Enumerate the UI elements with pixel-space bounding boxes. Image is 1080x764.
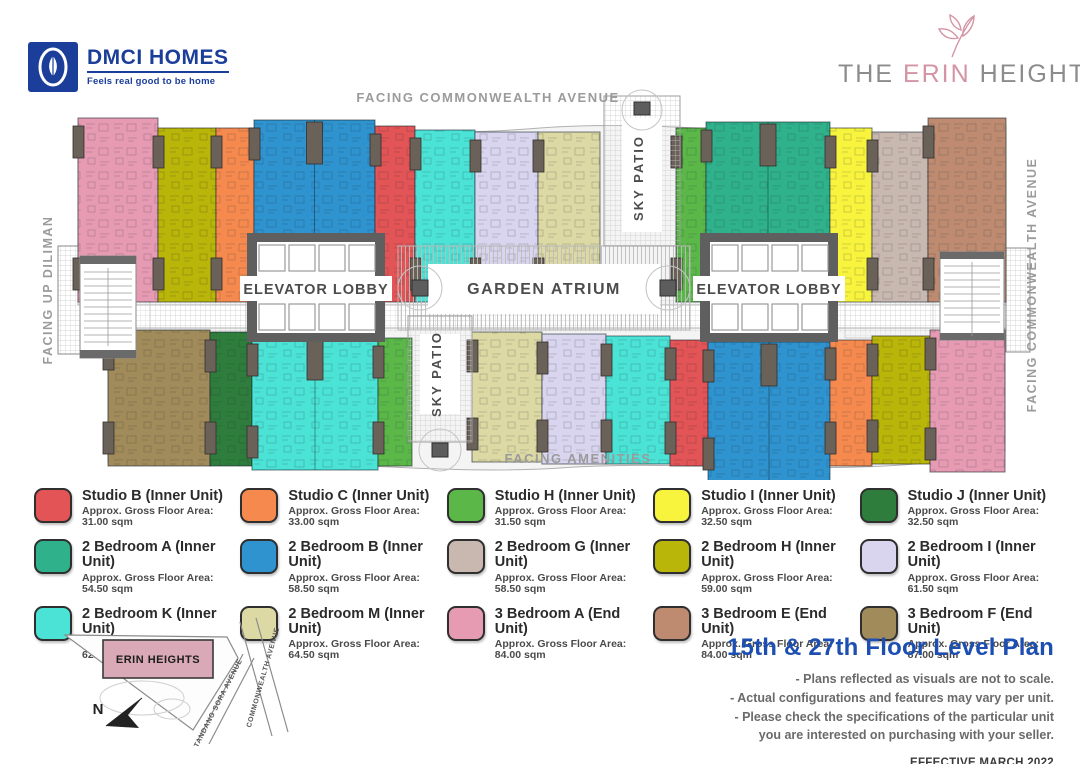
- sky-patio-top-label: SKY PATIO: [631, 135, 646, 221]
- unit-color-swatch: [859, 605, 898, 641]
- unit-type-label: Studio J (Inner Unit): [907, 488, 1047, 504]
- legend-item-br3_a: 3 Bedroom A (End Unit)Approx. Gross Floo…: [446, 605, 643, 662]
- unit-type-label: Studio C (Inner Unit): [288, 488, 430, 504]
- unit-color-swatch: [240, 488, 279, 523]
- unit-type-label: 3 Bedroom E (End Unit): [701, 605, 827, 637]
- unit-color-swatch: [653, 539, 692, 575]
- unit-color-swatch: [859, 539, 898, 575]
- stairwell-right: [939, 251, 1005, 341]
- sky-patio-bottom-label: SKY PATIO: [429, 331, 444, 417]
- erin-wordmark: THE ERIN HEIGHTS: [838, 60, 1080, 89]
- unit-color-swatch: [34, 539, 72, 575]
- unit-area-label: Approx. Gross Floor Area: 31.50 sqm: [494, 505, 627, 529]
- dmci-tagline: Feels real good to be home: [87, 76, 216, 87]
- unit-color-swatch: [240, 605, 279, 641]
- elevator-lobby-right-label: ELEVATOR LOBBY: [696, 282, 841, 298]
- unit-color-swatch: [859, 488, 898, 523]
- legend-item-br2_i: 2 Bedroom I (Inner Unit)Approx. Gross Fl…: [859, 539, 1056, 595]
- unit-legend: Studio B (Inner Unit)Approx. Gross Floor…: [34, 488, 1056, 661]
- legend-item-br2_m: 2 Bedroom M (Inner Unit)Approx. Gross Fl…: [240, 605, 436, 662]
- unit-type-label: 3 Bedroom F (End Unit): [907, 605, 1033, 637]
- unit-area-label: Approx. Gross Floor Area: 87.00 sqm: [907, 638, 1040, 662]
- unit-color-swatch: [446, 605, 485, 641]
- unit-type-label: 2 Bedroom B (Inner Unit): [288, 539, 423, 571]
- unit-color-swatch: [34, 605, 72, 641]
- erin-heights: HEIGHTS: [979, 60, 1080, 88]
- sky-patio-top: SKY PATIO: [603, 89, 681, 247]
- sky-patio-bottom: SKY PATIO: [407, 315, 473, 472]
- north-arrow-icon: [105, 697, 143, 728]
- legend-item-studio_h: Studio H (Inner Unit)Approx. Gross Floor…: [446, 488, 643, 529]
- site-location-map: ERIN HEIGHTS TANDANG SORA AVENUE COMMONW…: [63, 617, 289, 749]
- unit-area-label: Approx. Gross Floor Area: 64.50 sqm: [288, 638, 420, 662]
- legend-item-br3_e: 3 Bedroom E (End Unit)Approx. Gross Floo…: [653, 605, 849, 662]
- leaf-icon: [937, 13, 975, 58]
- unit-type-label: Studio H (Inner Unit): [494, 488, 636, 504]
- elevator-lobby-left: ELEVATOR LOBBY: [240, 233, 392, 342]
- unit-area-label: Approx. Gross Floor Area: 58.50 sqm: [494, 571, 627, 595]
- legend-item-studio_b: Studio B (Inner Unit)Approx. Gross Floor…: [34, 488, 230, 528]
- unit-color-swatch: [653, 488, 692, 523]
- erin-erin: ERIN: [902, 60, 971, 88]
- legend-item-br2_b: 2 Bedroom B (Inner Unit)Approx. Gross Fl…: [240, 539, 436, 594]
- elevator-lobby-right: ELEVATOR LOBBY: [693, 233, 845, 342]
- unit-type-label: 2 Bedroom A (Inner Unit): [82, 539, 216, 571]
- effective-date: EFFECTIVE MARCH 2022: [909, 757, 1054, 764]
- garden-atrium-label: GARDEN ATRIUM: [467, 281, 621, 298]
- unit-color-swatch: [240, 539, 279, 575]
- unit-type-label: 3 Bedroom A (End Unit): [494, 605, 621, 637]
- erin-heights-building: [102, 639, 214, 679]
- dmci-emblem-icon: [28, 42, 78, 92]
- dmci-logo: DMCI HOMES Feels real good to be home: [28, 42, 229, 92]
- unit-color-swatch: [653, 605, 692, 641]
- unit-area-label: Approx. Gross Floor Area: 58.50 sqm: [288, 571, 420, 595]
- unit-area-label: Approx. Gross Floor Area: 54.50 sqm: [82, 571, 214, 595]
- facing-left-label: FACING UP DILIMAN: [41, 216, 55, 365]
- unit-area-label: Approx. Gross Floor Area: 33.00 sqm: [288, 505, 420, 529]
- north-label: N: [93, 701, 104, 718]
- erin-the: THE: [838, 60, 894, 88]
- unit-type-label: 2 Bedroom M (Inner Unit): [288, 605, 425, 637]
- stairwell-left: [79, 255, 137, 359]
- unit-area-label: Approx. Gross Floor Area: 84.00 sqm: [701, 638, 833, 662]
- unit-type-label: 2 Bedroom G (Inner Unit): [494, 539, 631, 571]
- erin-heights-logo: THE ERIN HEIGHTS: [838, 12, 1080, 89]
- elevator-lobby-left-label: ELEVATOR LOBBY: [243, 282, 388, 298]
- map-building-label: ERIN HEIGHTS: [116, 654, 200, 666]
- legend-item-studio_j: Studio J (Inner Unit)Approx. Gross Floor…: [859, 488, 1056, 529]
- disclaimer-notes: - Plans reflected as visuals are not to …: [730, 672, 1054, 743]
- page-title: 15th & 27th Floor Level Plan: [726, 634, 1054, 661]
- unit-type-label: Studio B (Inner Unit): [82, 488, 223, 504]
- unit-color-swatch: [446, 488, 485, 523]
- unit-area-label: Approx. Gross Floor Area: 59.00 sqm: [701, 571, 833, 595]
- unit-type-label: 2 Bedroom K (Inner Unit): [82, 605, 217, 637]
- unit-area-label: Approx. Gross Floor Area: 31.00 sqm: [82, 505, 214, 529]
- legend-item-br2_h: 2 Bedroom H (Inner Unit)Approx. Gross Fl…: [653, 539, 849, 594]
- legend-item-br3_f: 3 Bedroom F (End Unit)Approx. Gross Floo…: [859, 605, 1056, 662]
- end-tower-right: [1005, 247, 1031, 353]
- facing-bottom-label: FACING AMENITIES: [504, 451, 651, 466]
- facing-top-label: FACING COMMONWEALTH AVENUE: [356, 90, 619, 105]
- unit-area-label: Approx. Gross Floor Area: 61.50 sqm: [907, 571, 1040, 595]
- dmci-wordmark: DMCI HOMES Feels real good to be home: [87, 42, 229, 87]
- legend-item-studio_c: Studio C (Inner Unit)Approx. Gross Floor…: [240, 488, 436, 528]
- facing-right-label: FACING COMMONWEALTH AVENUE: [1025, 158, 1039, 413]
- legend-item-br2_a: 2 Bedroom A (Inner Unit)Approx. Gross Fl…: [34, 539, 230, 594]
- unit-color-swatch: [446, 539, 485, 575]
- unit-area-label: Approx. Gross Floor Area: 32.50 sqm: [907, 505, 1040, 529]
- unit-color-swatch: [34, 488, 72, 523]
- legend-item-studio_i: Studio I (Inner Unit)Approx. Gross Floor…: [653, 488, 849, 528]
- unit-area-label: Approx. Gross Floor Area: 84.00 sqm: [494, 638, 627, 662]
- dmci-name: DMCI HOMES: [87, 46, 229, 73]
- unit-type-label: Studio I (Inner Unit): [701, 488, 836, 504]
- commonwealth-label: COMMONWEALTH AVENUE: [246, 627, 281, 729]
- unit-area-label: Approx. Gross Floor Area: 32.50 sqm: [701, 505, 833, 529]
- floor-plan-drawing: ELEVATOR LOBBY ELEVATOR LOBBY GARDEN ATR…: [41, 89, 1039, 480]
- legend-item-br2_g: 2 Bedroom G (Inner Unit)Approx. Gross Fl…: [446, 539, 643, 595]
- unit-type-label: 2 Bedroom H (Inner Unit): [701, 539, 836, 571]
- plan-title-block: 15th & 27th Floor Level Plan - Plans ref…: [614, 634, 1054, 764]
- unit-type-label: 2 Bedroom I (Inner Unit): [907, 539, 1036, 571]
